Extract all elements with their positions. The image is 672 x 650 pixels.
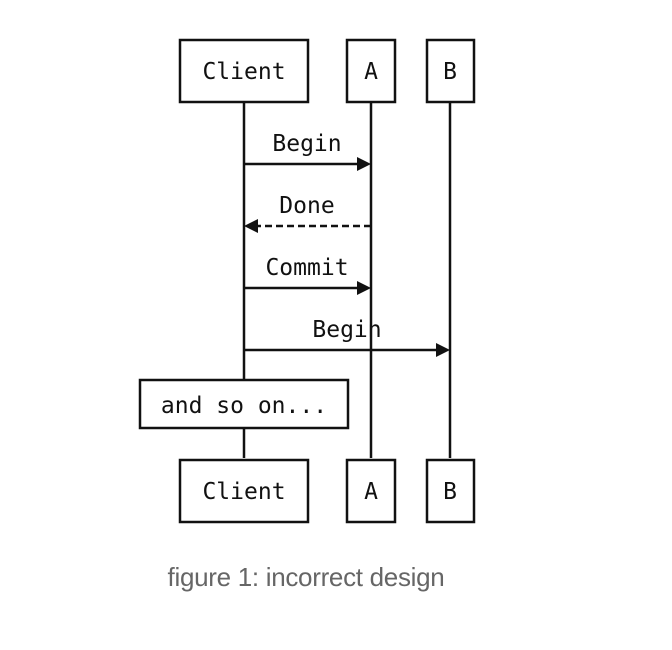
participant-a-bottom-label: A: [364, 479, 378, 505]
arrowhead-right-icon: [357, 281, 371, 295]
arrowhead-left-icon: [244, 219, 258, 233]
message-begin-client-to-b: Begin: [244, 317, 450, 357]
participant-a-top: A: [345, 38, 397, 104]
participant-b-top-label: B: [443, 59, 457, 85]
participant-client-top-label: Client: [202, 59, 285, 85]
message-commit-client-to-a: Commit: [244, 255, 371, 295]
note-label: and so on...: [161, 393, 327, 419]
participant-client-bottom-label: Client: [202, 479, 285, 505]
message-label: Begin: [272, 131, 341, 157]
participant-b-bottom-label: B: [443, 479, 457, 505]
arrowhead-right-icon: [436, 343, 450, 357]
sequence-diagram: Client A B Begin Done Commit Begin and s…: [138, 38, 476, 524]
participant-b-top: B: [425, 38, 476, 104]
message-label: Commit: [265, 255, 348, 281]
figure-caption: figure 1: incorrect design: [167, 562, 445, 592]
participant-a-bottom: A: [345, 458, 397, 524]
message-label: Begin: [312, 317, 381, 343]
participant-client-bottom: Client: [178, 458, 310, 524]
message-begin-client-to-a: Begin: [244, 131, 371, 171]
message-label: Done: [279, 193, 334, 219]
arrowhead-right-icon: [357, 157, 371, 171]
participant-a-top-label: A: [364, 59, 378, 85]
participant-b-bottom: B: [425, 458, 476, 524]
message-done-a-to-client: Done: [244, 193, 371, 233]
note-box: and so on...: [138, 378, 350, 430]
participant-client-top: Client: [178, 38, 310, 104]
